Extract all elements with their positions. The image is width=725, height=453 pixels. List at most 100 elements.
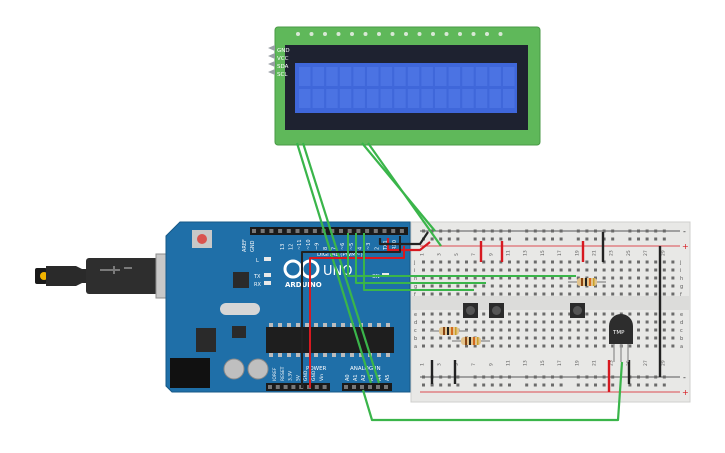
rail-hole: [499, 375, 503, 379]
terminal-hole: [559, 260, 563, 264]
column-number: 25: [626, 250, 632, 256]
analog-pin-label: A0: [345, 374, 351, 381]
rail-hole: [447, 375, 451, 379]
terminal-hole: [516, 312, 520, 316]
rail-hole: [611, 375, 615, 379]
column-number: 17: [557, 250, 563, 256]
header-hole: [347, 229, 352, 233]
lcd-pin-holes: [296, 32, 503, 36]
column-number: 15: [540, 250, 546, 256]
terminal-hole: [568, 260, 572, 264]
rail-hole: [637, 229, 640, 233]
rail-hole: [542, 375, 546, 379]
terminal-hole: [439, 276, 443, 280]
power-label: POWER: [306, 366, 327, 372]
header-hole: [286, 229, 291, 233]
terminal-hole: [637, 312, 640, 316]
terminal-hole: [482, 292, 486, 296]
lcd-char-cell: [462, 89, 474, 108]
terminal-hole: [585, 336, 589, 340]
rail-hole: [594, 237, 597, 241]
terminal-hole: [490, 268, 494, 272]
lcd-i2c-header[interactable]: GND VCC SDA SCL: [268, 45, 290, 78]
terminal-hole: [439, 344, 443, 348]
breadboard-jumpers[interactable]: [430, 232, 662, 392]
rail-hole: [482, 383, 486, 387]
lcd-char-cell: [489, 89, 501, 108]
terminal-hole: [637, 320, 640, 324]
resistor[interactable]: [568, 278, 606, 286]
header-hole: [368, 385, 372, 389]
row-letter: f: [680, 292, 682, 298]
push-button[interactable]: [570, 303, 585, 318]
chip-pin: [332, 323, 336, 327]
terminal-hole: [508, 268, 511, 272]
breadboard-column-numbers: 1133557799111113131515171719192121232325…: [420, 250, 667, 366]
reset-button-cap[interactable]: [197, 234, 207, 244]
usb-cable[interactable]: [35, 253, 185, 299]
terminal-hole: [628, 260, 632, 264]
terminal-hole: [516, 284, 520, 288]
rail-hole: [551, 229, 554, 233]
lcd-char-cell: [339, 67, 352, 86]
terminal-hole: [662, 328, 666, 332]
terminal-hole: [671, 336, 675, 340]
resistor[interactable]: [430, 327, 468, 335]
terminal-hole: [594, 284, 597, 288]
push-button[interactable]: [489, 303, 504, 318]
chip-pin: [332, 353, 336, 357]
header-hole: [312, 229, 317, 233]
lcd-char-cell: [421, 89, 433, 108]
terminal-hole: [508, 336, 511, 340]
terminal-hole: [490, 320, 494, 324]
chip-pin: [377, 323, 381, 327]
aref-label: AREF: [242, 239, 248, 252]
terminal-hole: [602, 284, 606, 288]
lcd-module[interactable]: GND VCC SDA SCL: [268, 26, 541, 146]
terminal-hole: [542, 276, 546, 280]
temperature-sensor[interactable]: TMP: [609, 314, 633, 362]
center-channel: [411, 296, 690, 310]
resistor[interactable]: [452, 337, 490, 345]
rail-hole: [602, 383, 606, 387]
terminal-hole: [568, 344, 572, 348]
terminal-hole: [594, 268, 597, 272]
terminal-hole: [422, 344, 425, 348]
lcd-pin-hole: [350, 32, 354, 36]
rail-hole: [525, 375, 529, 379]
terminal-hole: [542, 268, 546, 272]
terminal-hole: [430, 336, 434, 340]
terminal-hole: [508, 260, 511, 264]
terminal-hole: [611, 344, 615, 348]
column-number: 9: [488, 363, 494, 366]
rail-hole: [662, 375, 666, 379]
lcd-pin-scl: SCL: [277, 72, 288, 78]
sensor-label: TMP: [612, 330, 625, 336]
header-hole: [352, 385, 356, 389]
terminal-hole: [499, 344, 503, 348]
rail-hole: [594, 383, 597, 387]
led-rx-icon: [264, 281, 271, 285]
rail-hole: [482, 229, 486, 233]
terminal-hole: [671, 284, 675, 288]
terminal-hole: [525, 336, 529, 340]
row-letter: i: [414, 268, 415, 274]
lcd-char-cell: [299, 89, 311, 108]
rail-hole: [542, 237, 546, 241]
wires[interactable]: [295, 142, 624, 422]
power-pin-label: RESET: [280, 366, 286, 381]
power-jack[interactable]: [170, 358, 210, 388]
terminal-hole: [619, 268, 623, 272]
terminal-hole: [422, 328, 425, 332]
rail-hole: [456, 237, 460, 241]
chip-pin: [359, 353, 363, 357]
rail-hole: [430, 229, 434, 233]
terminal-hole: [671, 260, 675, 264]
rail-plus-label: +: [682, 242, 689, 251]
push-button[interactable]: [463, 303, 478, 318]
terminal-hole: [551, 260, 554, 264]
breadboard[interactable]: 1133557799111113131515171719192121232325…: [410, 221, 691, 403]
